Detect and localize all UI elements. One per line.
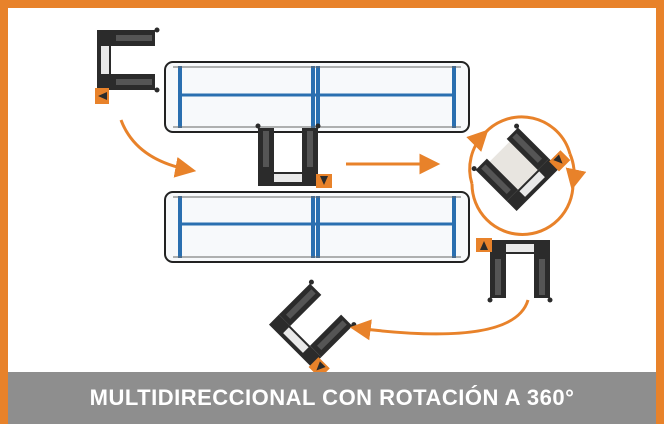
forklift-icon <box>255 123 332 188</box>
diagram-canvas <box>95 27 587 379</box>
caption-bar: MULTIDIRECCIONAL CON ROTACIÓN A 360° <box>8 372 656 424</box>
forklift-icon <box>95 27 160 104</box>
curved-arrow-icon <box>349 299 530 341</box>
forklift-icon <box>470 114 571 215</box>
rotation-arrow-icon <box>466 115 587 236</box>
upper-rack <box>164 61 470 133</box>
curved-arrow-icon <box>119 119 197 178</box>
forklift-icon <box>476 238 553 303</box>
forklift-icon <box>265 278 366 379</box>
lower-rack <box>164 191 470 263</box>
caption-title: MULTIDIRECCIONAL CON ROTACIÓN A 360° <box>89 385 575 410</box>
